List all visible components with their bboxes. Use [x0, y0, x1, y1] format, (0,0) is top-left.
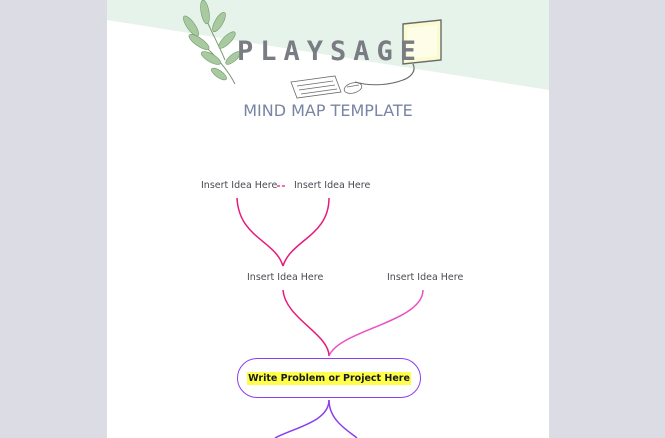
- branch-idea-1: [236, 197, 284, 267]
- branch-idea-4: [328, 289, 424, 357]
- idea-node-1[interactable]: Insert Idea Here: [201, 180, 278, 191]
- branch-lower-left: [274, 399, 330, 438]
- central-topic-label[interactable]: Write Problem or Project Here: [247, 371, 411, 385]
- brand-logo-text: PLAYSAGE: [237, 36, 424, 67]
- keyboard-icon: [290, 75, 342, 99]
- leaf-branch-icon: [183, 0, 241, 85]
- branch-idea-3: [282, 289, 330, 357]
- document-page: PLAYSAGE MIND MAP TEMPLATE Insert Idea H…: [107, 0, 549, 438]
- document-title: MIND MAP TEMPLATE: [243, 101, 413, 120]
- mouse-icon: [343, 82, 363, 94]
- mind-map-connectors: [236, 185, 424, 438]
- branch-idea-2: [282, 197, 330, 267]
- header-illustration: [107, 0, 549, 99]
- branch-lower-right: [328, 399, 358, 438]
- idea-node-2[interactable]: Insert Idea Here: [294, 180, 371, 191]
- idea-node-4[interactable]: Insert Idea Here: [387, 272, 464, 283]
- idea-node-3[interactable]: Insert Idea Here: [247, 272, 324, 283]
- monitor-icon: [354, 19, 442, 86]
- central-topic-node[interactable]: Write Problem or Project Here: [237, 358, 421, 398]
